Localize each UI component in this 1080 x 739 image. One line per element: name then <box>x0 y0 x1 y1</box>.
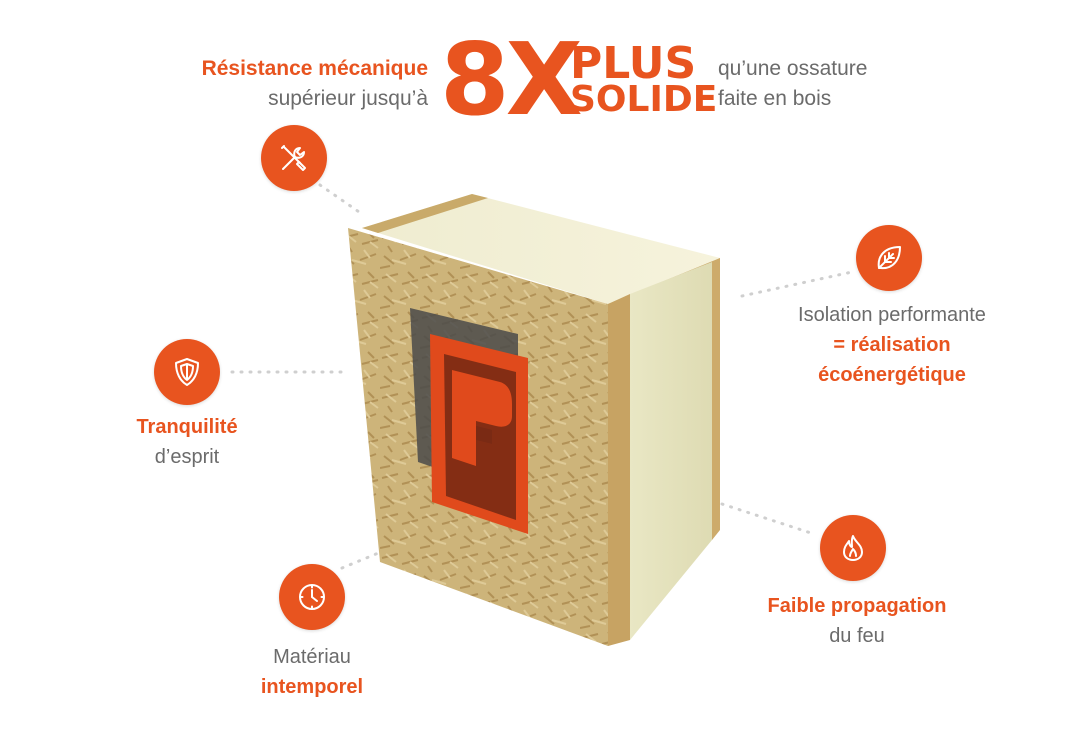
headline-left-line2: supérieur jusqu’à <box>268 87 428 110</box>
headline-big-number: 8X <box>440 21 583 138</box>
tranquilite-line2: d’esprit <box>154 446 220 468</box>
tools-icon <box>281 145 306 171</box>
materiau-line2: intemporel <box>260 676 364 698</box>
tranquilite-label: Tranquilité d’esprit <box>110 412 264 472</box>
tools-icon-circle <box>261 125 327 191</box>
materiau-line1: Matériau <box>273 646 351 668</box>
clock-icon <box>299 584 325 610</box>
headline-right: qu’une ossature faite en bois <box>718 54 867 114</box>
p-logo-icon <box>410 308 528 534</box>
isolation-label: Isolation performante = réalisation écoé… <box>774 300 1010 390</box>
headline-right-line1: qu’une ossature <box>718 57 868 80</box>
feu-label: Faible propagation du feu <box>752 591 962 651</box>
headline-big-word1: PLUS <box>570 38 697 89</box>
headline-left-line1: Résistance mécanique <box>201 57 428 80</box>
shield-icon <box>175 358 199 386</box>
isolation-line2: = réalisation <box>833 334 951 356</box>
shield-icon-circle <box>154 339 220 405</box>
clock-icon-circle <box>279 564 345 630</box>
isolation-line1: Isolation performante <box>798 304 986 326</box>
flame-icon <box>843 535 863 561</box>
headline-big-word2: SOLIDE <box>570 79 718 120</box>
isolation-line3: écoénergétique <box>818 364 966 386</box>
feu-line1: Faible propagation <box>767 595 947 617</box>
headline-right-line2: faite en bois <box>718 87 832 110</box>
headline-left: Résistance mécanique supérieur jusqu’à <box>150 54 428 114</box>
materiau-label: Matériau intemporel <box>232 642 392 702</box>
insulated-panel-image <box>348 194 720 646</box>
leaf-icon-circle <box>856 225 922 291</box>
feu-line2: du feu <box>829 625 885 647</box>
flame-icon-circle <box>820 515 886 581</box>
tranquilite-line1: Tranquilité <box>136 416 238 438</box>
leaf-icon <box>877 246 901 270</box>
